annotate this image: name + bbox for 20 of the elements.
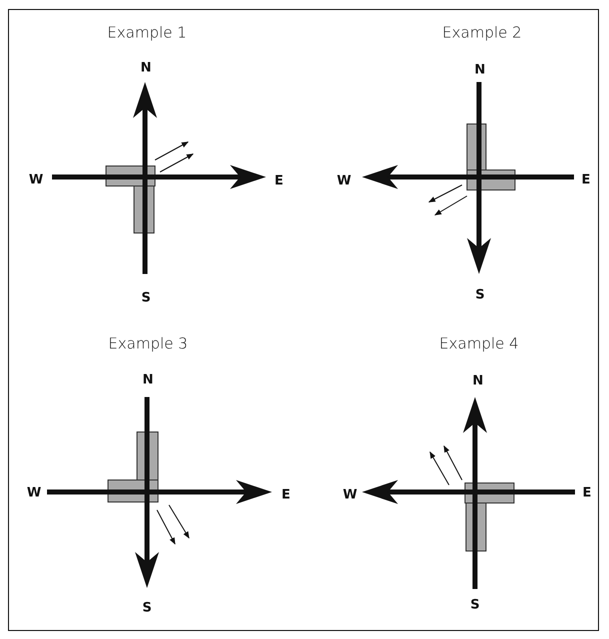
north-label: N [472,374,484,388]
west-label: W [342,488,358,502]
north-label: N [142,374,154,386]
south-label: S [470,598,480,612]
panel-title: Example 3 [108,336,188,352]
north-label: N [140,62,152,74]
east-label: E [282,488,290,502]
panel-title: Example 4 [439,336,519,352]
panel-title: Example 2 [442,26,522,40]
north-label: N [474,64,486,76]
west-label: W [26,486,42,500]
south-label: S [141,292,151,304]
south-label: S [475,288,485,302]
west-label: W [336,174,352,188]
east-label: E [582,486,592,500]
panel-title: Example 1 [107,26,187,40]
west-label: W [28,174,44,186]
south-label: S [142,602,152,614]
east-label: E [582,174,590,186]
east-label: E [274,174,284,188]
